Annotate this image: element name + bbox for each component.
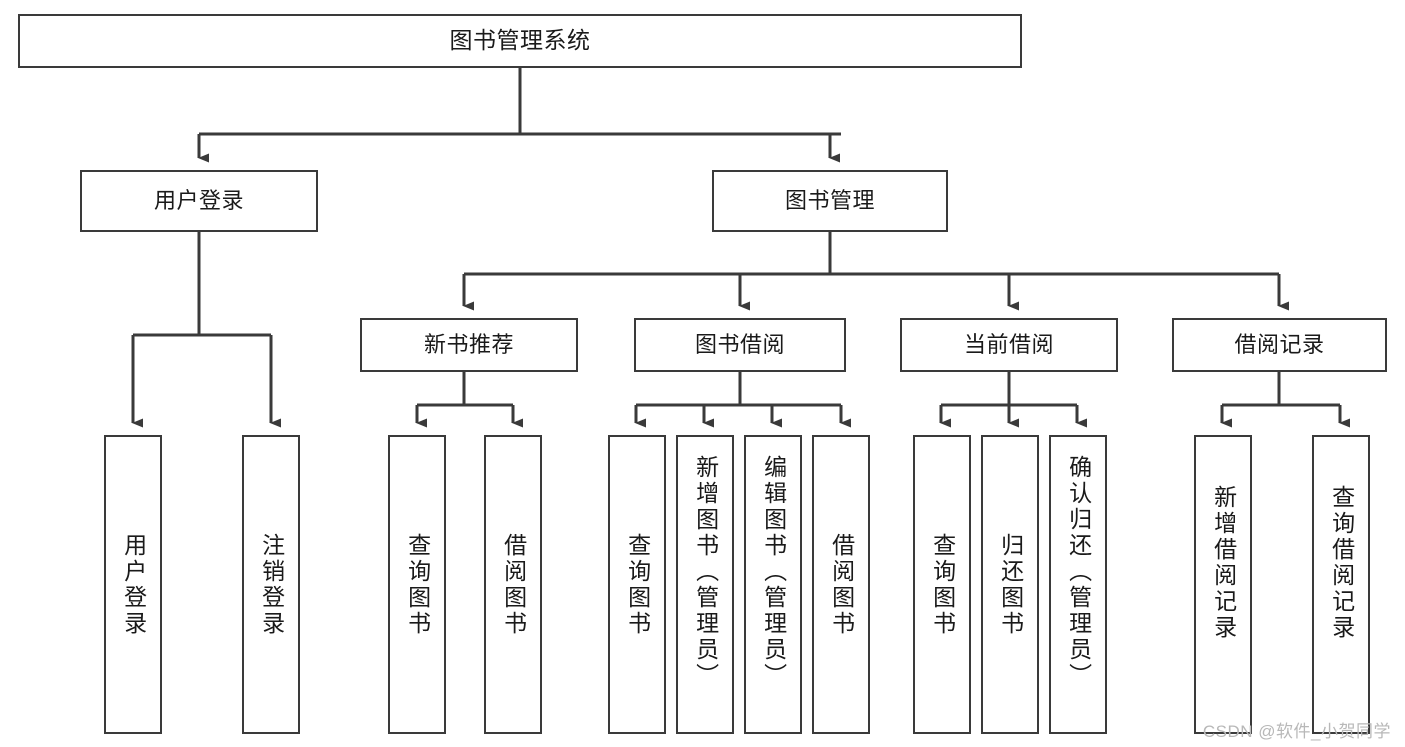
node-label: 借阅记录 (1234, 331, 1325, 357)
leaf-borrow-record-add-record[interactable]: 新增借阅记录 (1194, 435, 1252, 734)
leaf-current-borrow-query-book[interactable]: 查询图书 (913, 435, 971, 734)
csdn-watermark: CSDN @软件_小贺同学 (1202, 722, 1391, 741)
node-label: 查询图书 (929, 533, 956, 637)
node-label: 新书推荐 (423, 331, 514, 357)
leaf-new-book-query-book[interactable]: 查询图书 (388, 435, 446, 734)
node-label: 新增图书（管理员） (692, 455, 719, 689)
node-label: 图书管理系统 (449, 27, 591, 54)
node-label: 确认归还（管理员） (1065, 455, 1092, 689)
node-book-management[interactable]: 图书管理 (712, 170, 948, 232)
node-borrow-record[interactable]: 借阅记录 (1172, 318, 1387, 372)
node-current-borrow[interactable]: 当前借阅 (900, 318, 1118, 372)
node-label: 查询借阅记录 (1328, 485, 1355, 641)
node-label: 借阅图书 (828, 533, 855, 637)
node-book-borrow[interactable]: 图书借阅 (634, 318, 846, 372)
node-label: 用户登录 (153, 187, 244, 213)
leaf-new-book-borrow-book[interactable]: 借阅图书 (484, 435, 542, 734)
node-root-book-management-system[interactable]: 图书管理系统 (18, 14, 1022, 68)
node-label: 查询图书 (624, 533, 651, 637)
leaf-user-login-logout[interactable]: 注销登录 (242, 435, 300, 734)
node-label: 当前借阅 (963, 331, 1054, 357)
node-new-book-recommendation[interactable]: 新书推荐 (360, 318, 578, 372)
node-label: 图书借阅 (694, 331, 785, 357)
leaf-book-borrow-add-book-admin[interactable]: 新增图书（管理员） (676, 435, 734, 734)
leaf-borrow-record-query-record[interactable]: 查询借阅记录 (1312, 435, 1370, 734)
leaf-book-borrow-edit-book-admin[interactable]: 编辑图书（管理员） (744, 435, 802, 734)
leaf-current-borrow-confirm-return-admin[interactable]: 确认归还（管理员） (1049, 435, 1107, 734)
node-label: 借阅图书 (500, 533, 527, 637)
node-label: 查询图书 (404, 533, 431, 637)
leaf-current-borrow-return-book[interactable]: 归还图书 (981, 435, 1039, 734)
node-label: 用户登录 (120, 533, 147, 637)
node-label: 编辑图书（管理员） (760, 455, 787, 689)
node-label: 注销登录 (258, 533, 285, 637)
leaf-book-borrow-query-book[interactable]: 查询图书 (608, 435, 666, 734)
leaf-user-login-login[interactable]: 用户登录 (104, 435, 162, 734)
node-label: 图书管理 (784, 187, 875, 213)
node-label: 新增借阅记录 (1210, 485, 1237, 641)
node-label: 归还图书 (997, 533, 1024, 637)
leaf-book-borrow-borrow-book[interactable]: 借阅图书 (812, 435, 870, 734)
node-user-login[interactable]: 用户登录 (80, 170, 318, 232)
